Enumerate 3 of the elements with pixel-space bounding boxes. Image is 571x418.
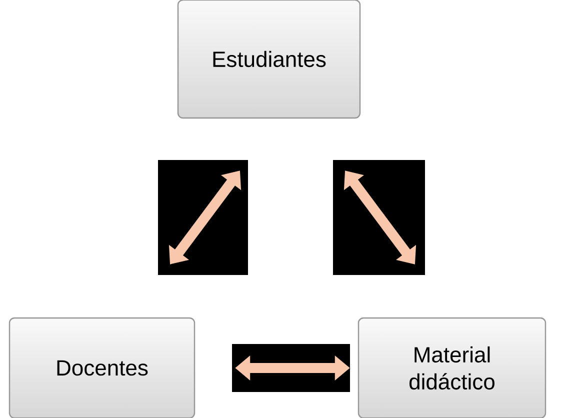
text-box: Docentes	[8, 317, 196, 418]
text-box: Estudiantes	[177, 0, 361, 119]
text-box: Material didáctico	[358, 317, 546, 418]
